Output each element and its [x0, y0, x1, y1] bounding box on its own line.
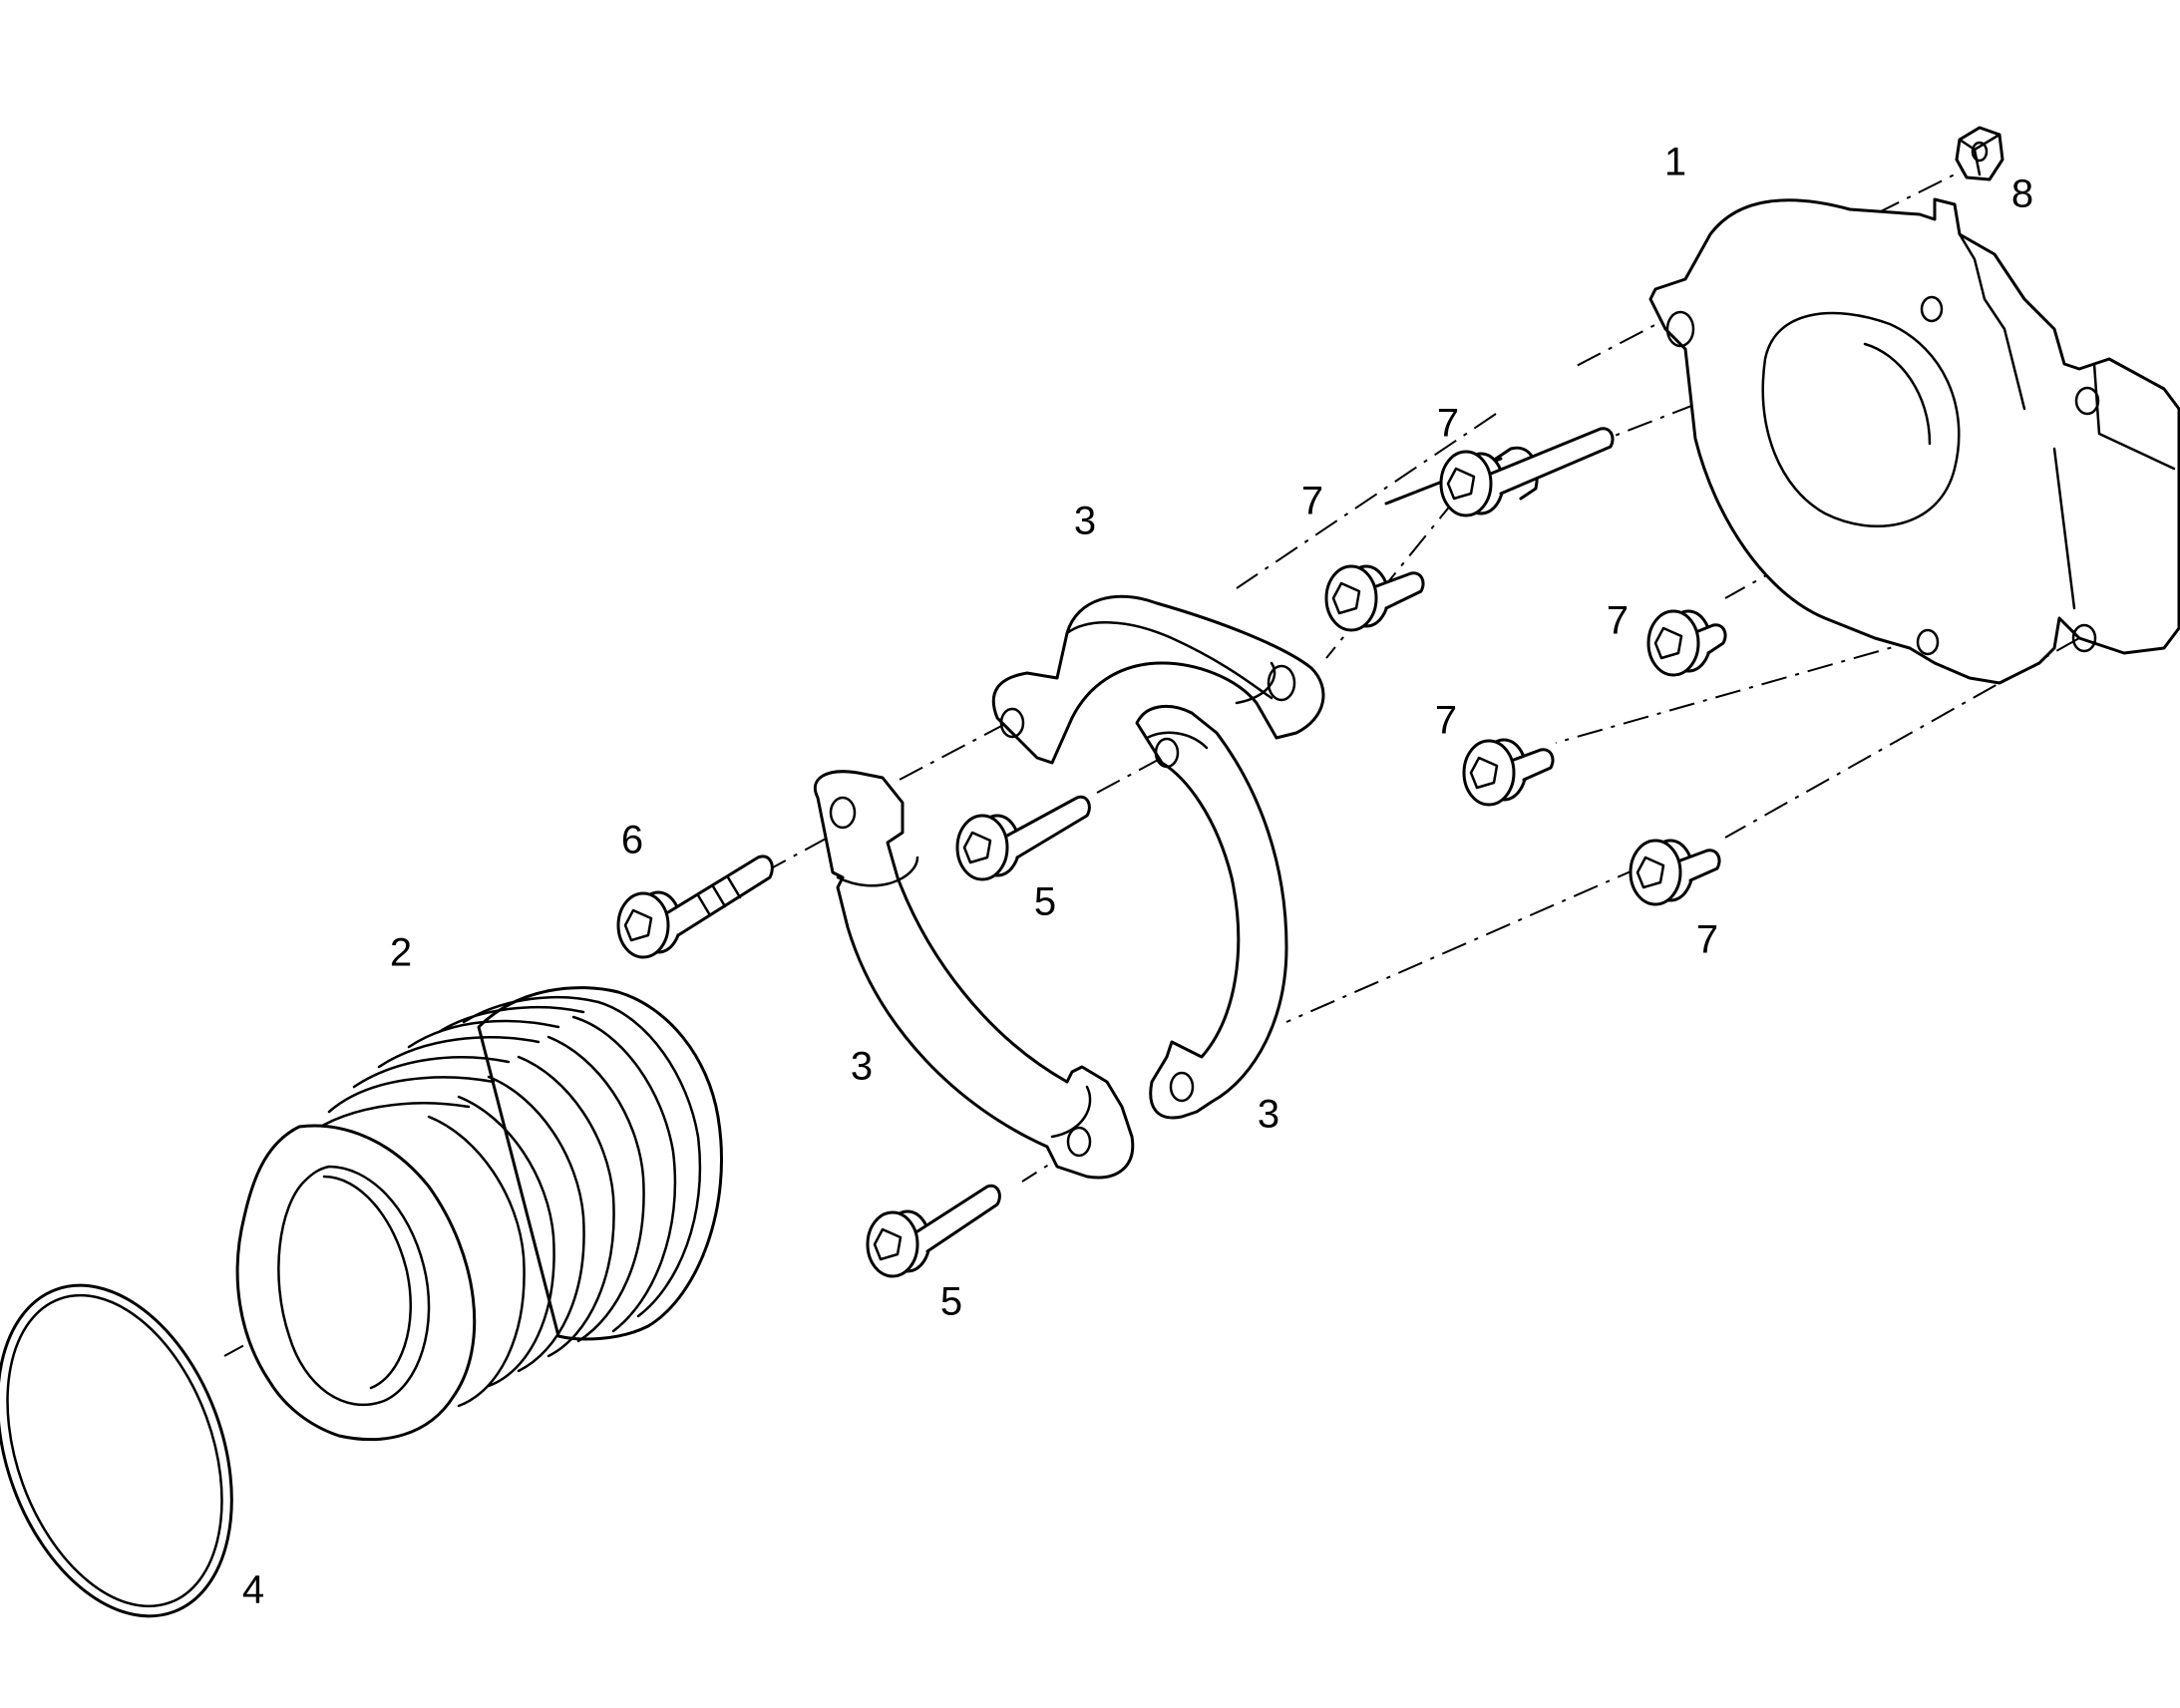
- callout-label-part-7: 7: [1696, 918, 1718, 962]
- hex-nut: [1955, 126, 2004, 181]
- clamp-segment-right: [1135, 704, 1288, 1120]
- callout-label-part-7: 7: [1607, 599, 1629, 643]
- callout-label-part-7: 7: [1301, 480, 1323, 523]
- callout-label-part-5: 5: [940, 1280, 962, 1324]
- callout-label-part-4: 4: [242, 1568, 264, 1612]
- callout-label-part-5: 5: [1034, 880, 1056, 924]
- clamp-segment-upper: [991, 594, 1325, 765]
- bolt-7-c: [1646, 609, 1727, 677]
- callout-label-part-6: 6: [621, 819, 643, 862]
- bolt-7-d: [1462, 738, 1555, 807]
- clamp-segment-left: [814, 770, 1135, 1180]
- bolt-5-a: [955, 795, 1091, 881]
- bolt-7-b: [1324, 564, 1425, 632]
- callout-label-part-2: 2: [390, 931, 412, 975]
- bolt-5-b: [866, 1184, 1001, 1278]
- callout-label-part-7: 7: [1435, 699, 1457, 743]
- bolt-6: [616, 854, 774, 959]
- ring-washer: [0, 1283, 233, 1618]
- callout-label-part-7: 7: [1437, 402, 1459, 446]
- callout-label-part-8: 8: [2011, 172, 2033, 216]
- bracket-housing: [1648, 197, 2180, 685]
- bolt-7-a: [1384, 427, 1615, 517]
- callout-label-part-3: 3: [1074, 500, 1096, 543]
- callout-label-part-3: 3: [851, 1045, 873, 1089]
- callout-label-part-1: 1: [1664, 141, 1686, 184]
- callout-labels: 1 8 7 7 7 7 7 3 3 3 6 5 5 2 4: [242, 141, 2033, 1612]
- ribbed-pulley: [235, 986, 723, 1442]
- bolt-7-e: [1629, 839, 1721, 906]
- callout-label-part-3: 3: [1258, 1093, 1279, 1137]
